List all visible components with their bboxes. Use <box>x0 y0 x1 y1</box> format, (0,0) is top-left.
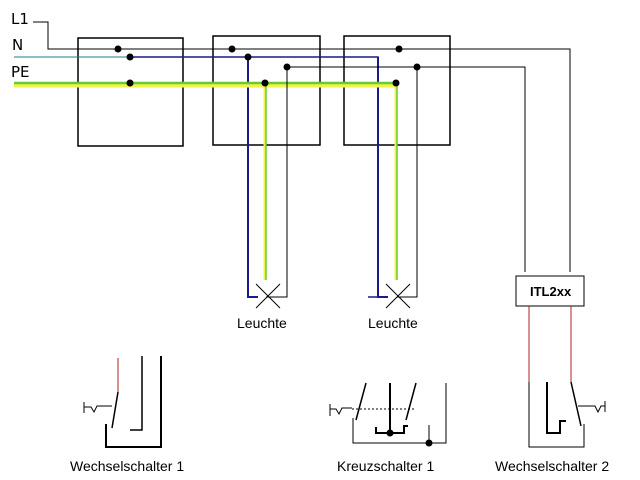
wire-switched-relay <box>287 66 526 272</box>
wire-n-lamp-1 <box>247 57 258 298</box>
wire-n-lamp-2 <box>130 56 379 298</box>
lamp-1-symbol <box>255 283 281 309</box>
junction-dot <box>395 45 403 53</box>
switch-2-label: Kreuzschalter 1 <box>337 458 434 474</box>
rail-label-n: N <box>12 36 23 54</box>
junction-dot <box>261 79 269 87</box>
relay-label: ITL2xx <box>530 284 572 299</box>
wire-n-lamp-2-drop <box>377 57 388 298</box>
junction-dot <box>126 79 134 87</box>
lamp-2-label: Leuchte <box>368 315 418 331</box>
junction-dot <box>392 79 400 87</box>
lamp-2-symbol <box>385 283 411 309</box>
junction-dot <box>283 63 291 71</box>
switch-1-symbol <box>83 356 162 448</box>
junction-dot <box>413 63 421 71</box>
junction-dot <box>114 45 122 53</box>
switch-3-label: Wechselschalter 2 <box>495 458 609 474</box>
switch-2-symbol <box>329 382 447 447</box>
wire-switched-lamp-2 <box>397 67 418 298</box>
junction-box-1 <box>77 37 184 147</box>
switch-1-label: Wechselschalter 1 <box>70 458 184 474</box>
junction-dot <box>126 53 134 61</box>
relay-box <box>515 275 585 307</box>
wire-switched-lamp-1 <box>266 67 288 298</box>
rail-label-l1: L1 <box>11 10 29 28</box>
junction-dot <box>228 45 236 53</box>
switch-3-symbol <box>528 381 606 448</box>
lamp-1-label: Leuchte <box>237 315 287 331</box>
wire-l1 <box>33 21 571 272</box>
junction-dot <box>244 53 252 61</box>
rail-label-pe: PE <box>11 63 30 81</box>
